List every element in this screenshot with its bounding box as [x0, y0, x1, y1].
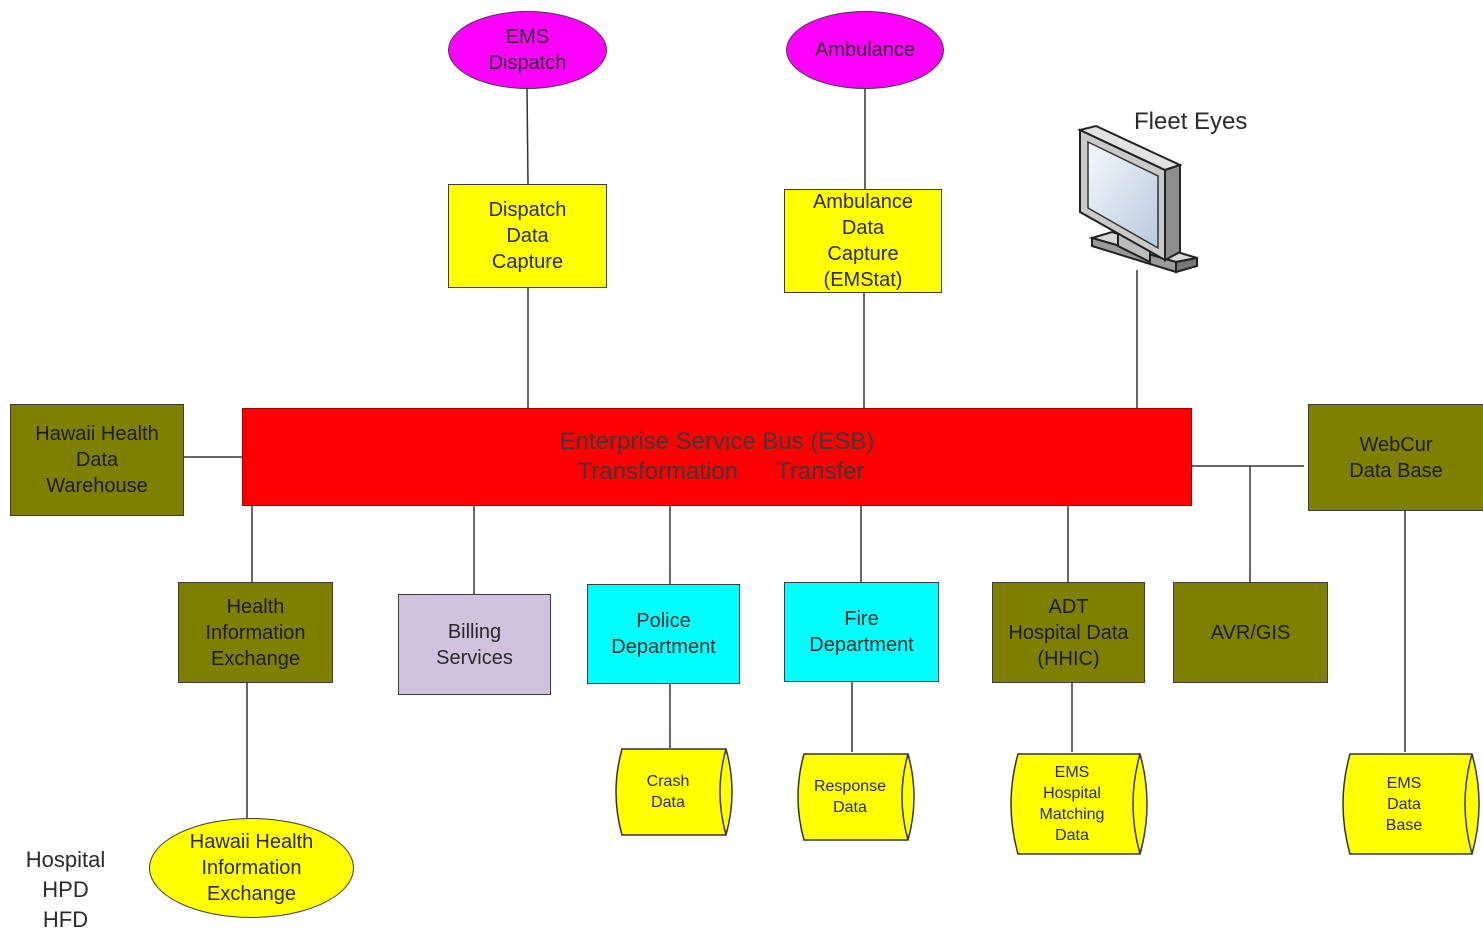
ems-hospital-matching-data-store[interactable]: EMS Hospital Matching Data: [1004, 752, 1156, 856]
hawaii-health-data-warehouse-node[interactable]: Hawaii Health Data Warehouse: [10, 404, 184, 516]
node-label: AVR/GIS: [1210, 621, 1291, 644]
webcur-database-node[interactable]: WebCur Data Base: [1308, 404, 1483, 511]
node-label: Dispatch: [488, 52, 567, 74]
node-label: Ambulance: [814, 39, 916, 61]
node-label: Capture: [827, 243, 899, 265]
node-label: Data: [1387, 795, 1421, 813]
dispatch-data-capture-node[interactable]: Dispatch Data Capture: [448, 184, 607, 288]
node-label: Data: [841, 217, 885, 239]
node-label: Hospital Data: [1008, 621, 1129, 644]
node-label: Department: [809, 634, 914, 656]
response-data-store[interactable]: Response Data: [792, 752, 922, 842]
node-label: Police: [636, 610, 691, 632]
crash-data-store[interactable]: Crash Data: [610, 747, 740, 837]
node-label: (HHIC): [1037, 647, 1100, 670]
cylinder-icon: [1342, 753, 1480, 855]
esb-subtitle-transformation: Transformation: [577, 458, 739, 485]
node-label: Department: [611, 636, 716, 658]
cylinder-icon: [615, 748, 733, 836]
node-label: EMS: [1386, 774, 1422, 792]
ems-database-store[interactable]: EMS Data Base: [1336, 752, 1483, 856]
health-information-exchange-node[interactable]: Health Information Exchange: [178, 582, 333, 683]
node-label: Billing: [447, 620, 502, 643]
legend-item: HFD: [42, 907, 89, 932]
node-label: Information: [201, 857, 302, 879]
node-label: Data Base: [1349, 459, 1443, 482]
node-label: Ambulance: [812, 191, 914, 213]
legend-item: Hospital: [25, 847, 106, 872]
node-label: Dispatch: [488, 199, 567, 221]
esb-subtitle-transfer: Transfer: [776, 458, 865, 485]
ambulance-node[interactable]: Ambulance: [786, 11, 944, 89]
node-label: (EMStat): [823, 269, 903, 291]
node-label: Data: [833, 799, 867, 816]
node-label: Data: [75, 449, 119, 471]
node-label: Warehouse: [46, 475, 148, 497]
hawaii-health-information-exchange-node[interactable]: Hawaii Health Information Exchange: [149, 818, 354, 918]
node-label: Crash: [646, 773, 690, 790]
node-label: Response: [813, 778, 887, 795]
node-label: Data: [651, 794, 685, 811]
node-label: Hawaii Health: [35, 423, 159, 445]
node-label: Data: [506, 225, 549, 247]
node-label: Capture: [491, 251, 564, 273]
node-label: Matching: [1039, 806, 1105, 823]
esb-title: Enterprise Service Bus (ESB): [559, 428, 875, 455]
billing-services-node[interactable]: Billing Services: [398, 594, 551, 695]
node-label: Information: [205, 621, 306, 644]
avr-gis-node[interactable]: AVR/GIS: [1173, 582, 1328, 683]
legend-item: HPD: [42, 877, 89, 902]
node-label: Data: [1055, 827, 1089, 844]
esb-bus[interactable]: Enterprise Service Bus (ESB) Transformat…: [242, 408, 1192, 506]
connector: [526, 87, 529, 185]
ems-dispatch-node[interactable]: EMS Dispatch: [448, 11, 607, 89]
fleet-eyes-label: Fleet Eyes: [1134, 108, 1248, 135]
legend-text: Hospital HPD HFD: [18, 845, 113, 935]
adt-hospital-data-node[interactable]: ADT Hospital Data (HHIC): [992, 582, 1145, 683]
node-label: WebCur: [1359, 433, 1433, 456]
node-label: Hawaii Health: [189, 831, 314, 853]
node-label: Base: [1385, 816, 1423, 834]
node-label: Services: [436, 646, 513, 669]
node-label: EMS: [505, 26, 550, 48]
node-label: EMS: [1054, 764, 1090, 781]
cylinder-icon: [1010, 753, 1148, 855]
node-label: Exchange: [211, 647, 300, 670]
ambulance-data-capture-node[interactable]: Ambulance Data Capture (EMStat): [784, 189, 942, 293]
node-label: Fire: [844, 608, 879, 630]
node-label: Health: [226, 595, 285, 618]
node-label: Exchange: [207, 883, 296, 905]
cylinder-icon: [797, 753, 915, 841]
node-label: ADT: [1048, 595, 1089, 618]
node-label: Hospital: [1043, 785, 1101, 802]
police-department-node[interactable]: Police Department: [587, 584, 740, 684]
fire-department-node[interactable]: Fire Department: [784, 582, 939, 682]
